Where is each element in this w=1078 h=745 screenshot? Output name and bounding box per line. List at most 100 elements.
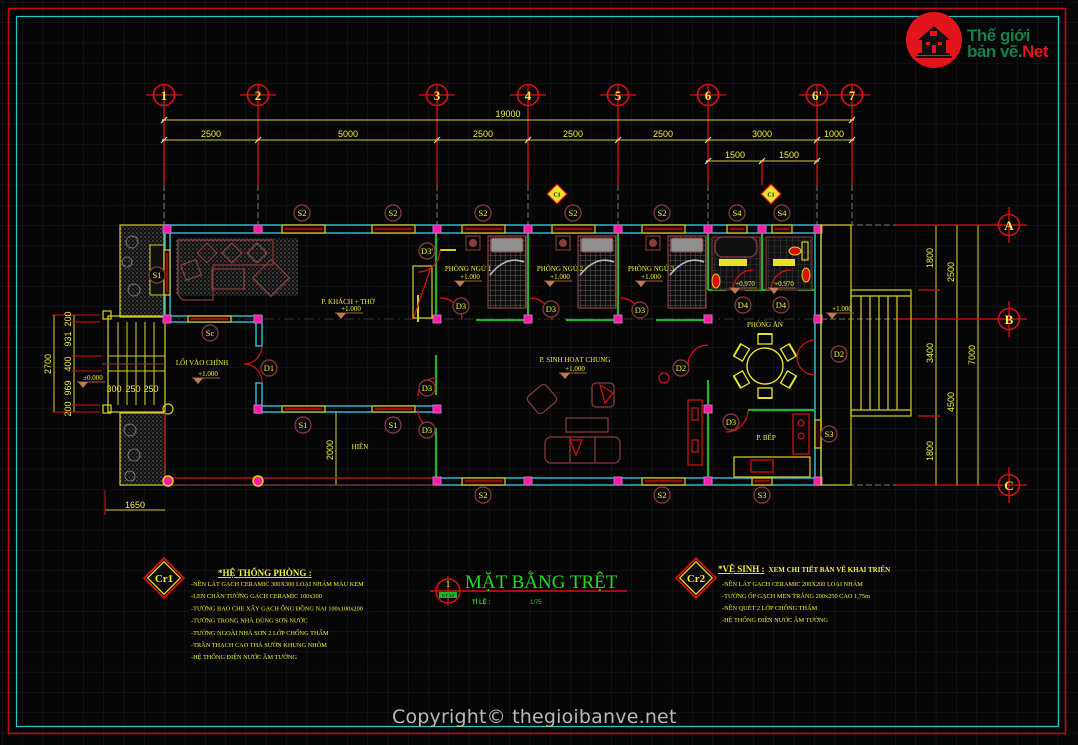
axis-label: C	[1004, 478, 1013, 493]
dim-top-seg: 2500	[473, 129, 493, 139]
dim-overall-top: 19000	[495, 109, 520, 119]
axis-label: 5	[615, 88, 622, 103]
dim-bottom-left: 1650	[125, 500, 145, 510]
svg-text:D4: D4	[776, 300, 787, 310]
bed	[465, 235, 527, 309]
svg-text:S2: S2	[658, 490, 667, 500]
column	[162, 224, 172, 234]
column	[703, 224, 713, 234]
column	[253, 404, 263, 414]
note-item: -NỀN QUÉT 2 LỚP CHỐNG THẤM	[722, 604, 818, 612]
dim-right-middle: 2500	[946, 262, 956, 282]
note-heading: *VỆ SINH :XEM CHI TIẾT BẢN VẼ KHAI TRIỂN	[718, 564, 890, 574]
scale-label: TỈ LỆ :	[472, 598, 490, 606]
svg-text:+1.000: +1.000	[198, 370, 218, 378]
section-markers: C1 C1	[546, 183, 782, 205]
tag-d3: D3	[418, 379, 436, 397]
sheet-ref: KT 13	[442, 593, 454, 598]
column	[253, 314, 263, 324]
axis-bubble	[152, 83, 176, 107]
svg-text:D3: D3	[456, 301, 466, 311]
dim-right-overall: 7000	[967, 345, 977, 365]
wc-fixtures	[711, 236, 813, 291]
svg-text:+1.000: +1.000	[641, 273, 661, 281]
column	[523, 224, 533, 234]
note-marker-cr1: Cr1	[142, 556, 186, 600]
column	[432, 404, 442, 414]
note-item: -TƯỜNG BAO CHE XÂY GẠCH ỐNG ĐỒNG NAI 100…	[191, 604, 363, 612]
dim-top-seg: 2500	[201, 129, 221, 139]
scale-value: 1/75	[530, 600, 542, 606]
svg-text:D2: D2	[834, 349, 844, 359]
drawing-title: MẶT BẰNG TRỆT	[465, 571, 618, 593]
axis-label: 3	[434, 88, 441, 103]
dining-chair	[757, 333, 773, 345]
column	[757, 224, 767, 234]
svg-text:+0.970: +0.970	[735, 280, 755, 288]
dining-chair	[732, 370, 751, 389]
tag-d2: D2	[672, 359, 690, 377]
svg-text:S1: S1	[299, 420, 308, 430]
section-marker-c1: C1	[760, 183, 782, 205]
dim-top-sub: 1500	[779, 150, 799, 160]
svg-text:D4: D4	[738, 300, 749, 310]
dim-left-seg: 400	[63, 356, 73, 371]
axis-bubble	[246, 83, 270, 107]
beds	[465, 235, 707, 309]
axis-label: B	[1005, 312, 1014, 327]
room-label-porch: HIÊN	[352, 443, 369, 451]
svg-text:C1: C1	[553, 193, 560, 199]
dim-step: 300	[106, 384, 121, 394]
altar-cabinet	[412, 265, 433, 319]
tag-s2: S2	[293, 204, 311, 222]
column	[162, 475, 174, 487]
level-marker: +1.000	[544, 273, 572, 287]
dim-step: 250	[143, 384, 158, 394]
room-label-living: P. KHÁCH + THỜ	[321, 298, 375, 306]
svg-text:+1.000: +1.000	[341, 305, 361, 313]
column	[252, 475, 264, 487]
tag-d3: D3	[631, 301, 649, 319]
column	[813, 314, 823, 324]
level-marker: +1.000	[335, 305, 363, 319]
dim-top-seg: 1000	[824, 129, 844, 139]
tag-s2: S2	[474, 204, 492, 222]
note-item: -LEN CHÂN TƯỜNG GẠCH CERAMIC 100x300	[191, 592, 322, 600]
axis-bubble	[805, 83, 829, 107]
tag-s3: S3	[753, 486, 771, 504]
drawing-title-block: 1 KT 13 MẶT BẰNG TRỆT TỈ LỆ : 1/75	[430, 571, 627, 606]
tag-sc: Sc	[201, 324, 219, 342]
column	[432, 224, 442, 234]
kitchen-fixtures	[687, 399, 811, 478]
dining-chair	[779, 370, 798, 389]
level-marker: +0.970	[768, 280, 796, 294]
svg-text:S2: S2	[658, 208, 667, 218]
dim-right-inner: 1800	[925, 441, 935, 461]
dining-chair	[779, 343, 798, 362]
copyright-watermark: Copyright© thegioibanve.net	[392, 706, 677, 728]
room-label-dining: PHÒNG ĂN	[747, 321, 783, 329]
room-label-bedroom2: PHÒNG NGỦ 2	[537, 265, 584, 273]
svg-text:S2: S2	[569, 208, 578, 218]
note-heading: *HỆ THỐNG PHÒNG :	[218, 568, 312, 578]
dim-porch: 2000	[325, 440, 335, 460]
house-icon	[906, 12, 962, 68]
room-label-entrance: LỐI VÀO CHÍNH	[176, 359, 228, 367]
dining-table	[732, 333, 798, 399]
rear-stairs	[820, 224, 912, 486]
column	[613, 314, 623, 324]
svg-text:D3: D3	[422, 383, 432, 393]
bed	[555, 235, 617, 309]
dim-right-middle: 4500	[946, 392, 956, 412]
site-logo[interactable]: Thế giới bản vẽ.Net	[906, 12, 1056, 72]
svg-text:+1.000: +1.000	[550, 273, 570, 281]
bed	[645, 235, 707, 309]
svg-text:+1.000: +1.000	[832, 305, 852, 313]
note-marker-cr2: Cr2	[674, 556, 718, 600]
note-item: -NỀN LÁT GẠCH CERAMIC 200X200 LOẠI NHÁM	[722, 580, 863, 588]
svg-text:S4: S4	[733, 208, 743, 218]
svg-text:S2: S2	[298, 208, 307, 218]
dim-top-seg: 2500	[653, 129, 673, 139]
svg-text:S4: S4	[778, 208, 788, 218]
